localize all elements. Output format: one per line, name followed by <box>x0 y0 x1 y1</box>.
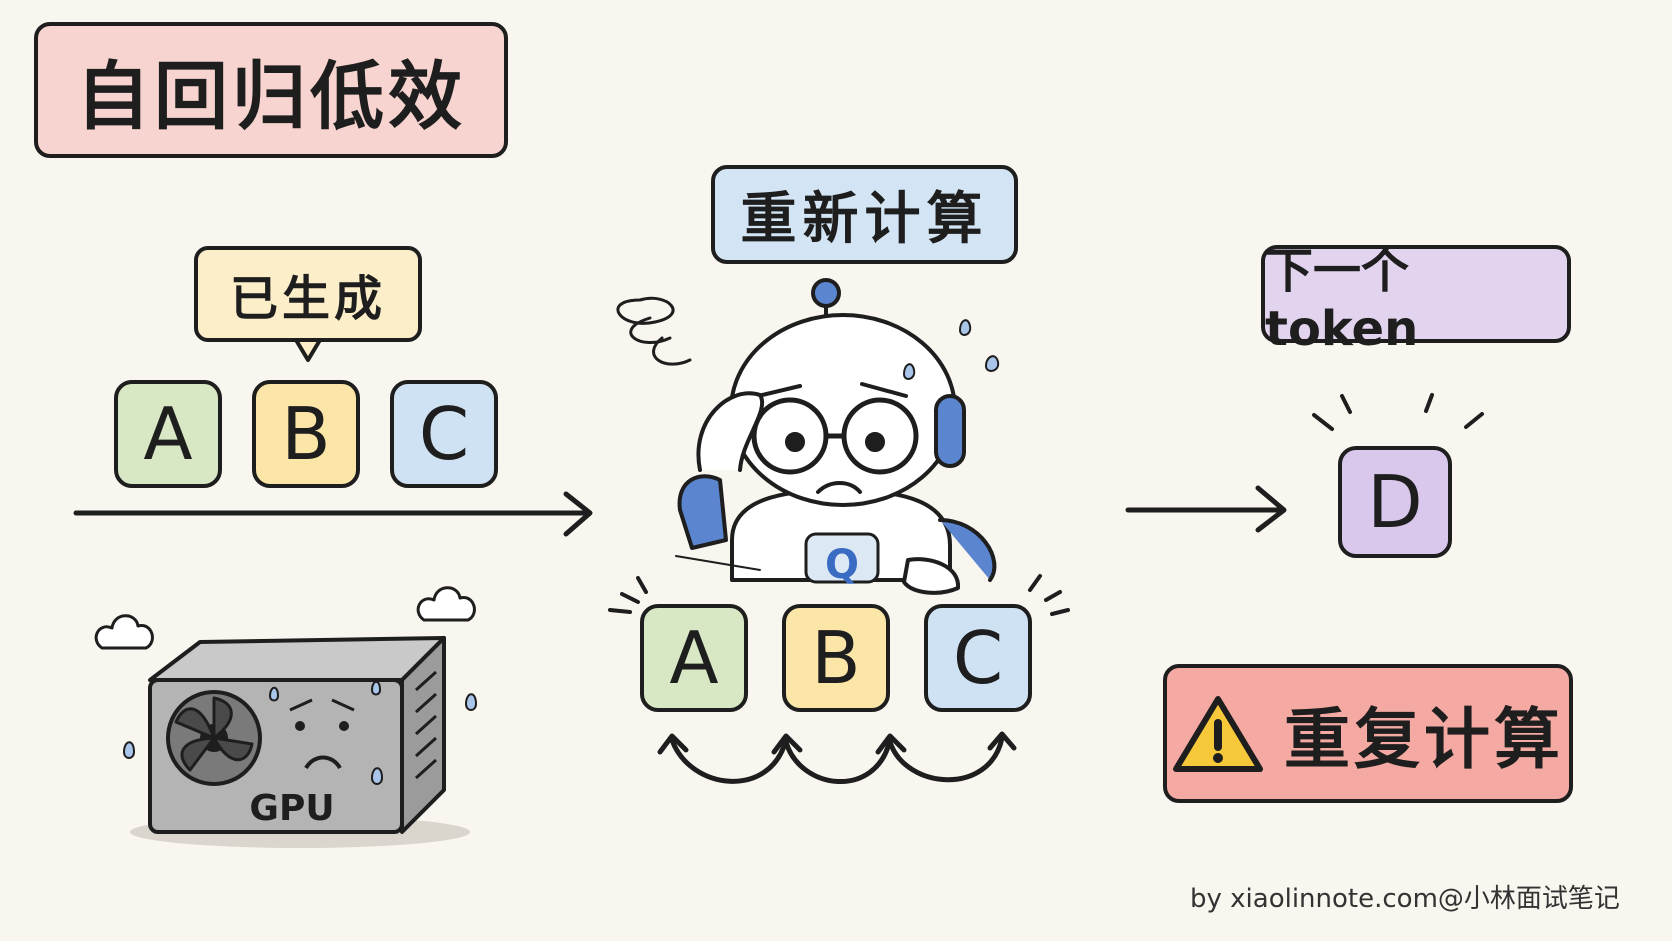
svg-text:Q: Q <box>825 542 859 588</box>
svg-text:GPU: GPU <box>249 788 334 829</box>
input-arrow <box>73 491 593 537</box>
page-title: 自回归低效 <box>34 22 508 158</box>
label-generated: 已生成 <box>194 246 422 342</box>
shake-lines <box>608 555 1070 616</box>
token-c: C <box>390 380 498 488</box>
recomputed-token-b: B <box>782 604 890 712</box>
warning-label: 重复计算 <box>1284 700 1564 778</box>
recomputed-token-a: A <box>640 604 748 712</box>
next-token-d: D <box>1338 446 1452 558</box>
bubble-tail <box>294 338 322 362</box>
credit-text: by xiaolinnote.com@小林面试笔记 <box>1190 884 1620 914</box>
sparkle-lines <box>1312 393 1484 431</box>
token-b: B <box>252 380 360 488</box>
output-arrow <box>1125 485 1287 533</box>
dizzy-swirl-icon <box>616 296 692 366</box>
warning-icon <box>1173 695 1263 772</box>
confused-robot: Q <box>616 278 1000 595</box>
loop-arrows <box>657 731 1017 784</box>
overheated-gpu: GPU <box>94 586 477 848</box>
recomputed-token-c: C <box>924 604 1032 712</box>
label-next-token: 下一个 token <box>1261 243 1571 357</box>
label-recompute: 重新计算 <box>711 165 1018 264</box>
token-a: A <box>114 380 222 488</box>
warning-badge: 重复计算 <box>1163 664 1573 803</box>
